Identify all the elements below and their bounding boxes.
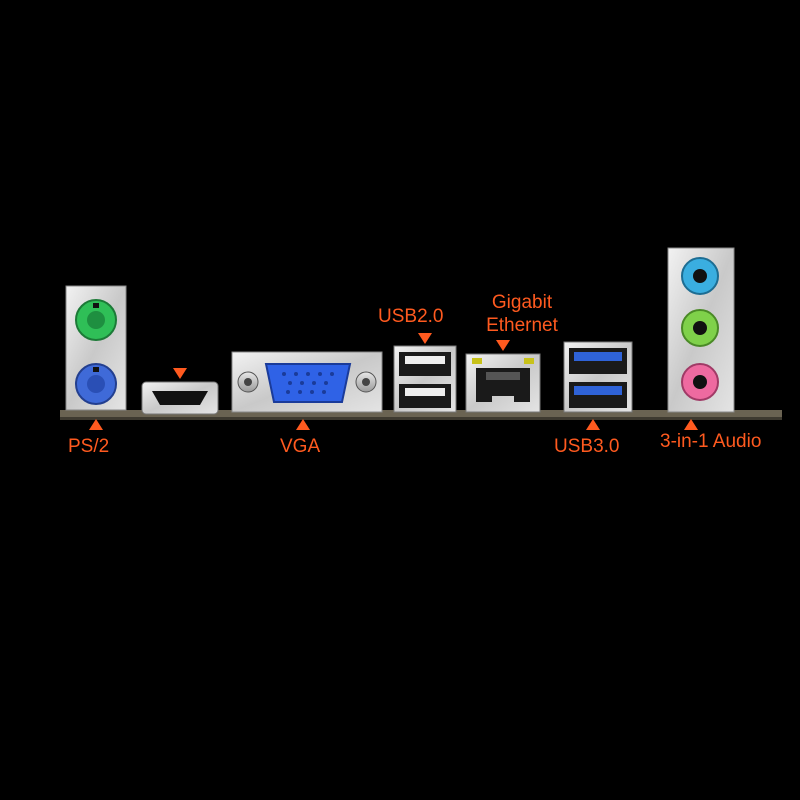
audio-label: 3-in-1 Audio [660, 431, 762, 452]
pcb-base-strip [60, 410, 782, 420]
vga-arrow-icon [296, 419, 310, 430]
ps2-label: PS/2 [68, 436, 110, 457]
ethernet-label: Ethernet [486, 315, 558, 336]
audio-connector [667, 247, 735, 413]
usb20-arrow-icon [418, 333, 432, 344]
usb20-connector [393, 345, 457, 413]
ethernet-connector [465, 353, 541, 413]
ethernet-arrow-icon [496, 340, 510, 351]
ps2-connector [65, 285, 127, 411]
usb30-connector [563, 341, 633, 413]
pcb-base-shadow [60, 417, 782, 420]
vga-port [264, 363, 352, 403]
usb30-label: USB3.0 [554, 436, 620, 457]
usb30-arrow-icon [586, 419, 600, 430]
vga-connector [231, 351, 383, 413]
usb20-label: USB2.0 [378, 306, 444, 327]
hdmi-connector [141, 381, 219, 415]
gigabit-label: Gigabit [491, 292, 553, 313]
hdmi-arrow-icon [173, 368, 187, 379]
vga-label: VGA [280, 436, 321, 457]
ps2-arrow-icon [89, 419, 103, 430]
audio-arrow-icon [684, 419, 698, 430]
